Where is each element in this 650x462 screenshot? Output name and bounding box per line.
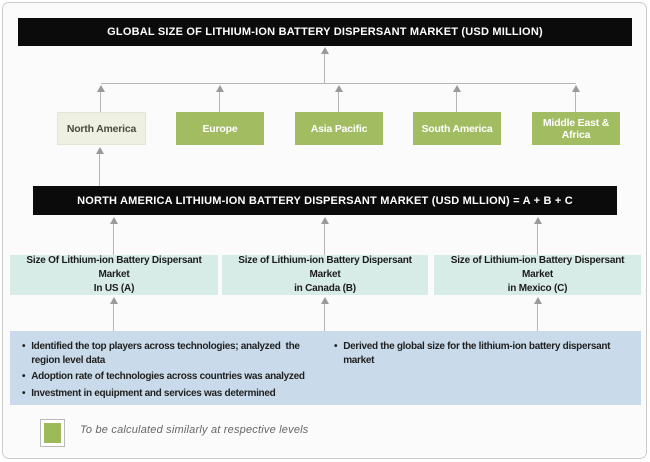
region-label: Middle East & Africa — [542, 116, 610, 141]
methodology-bullet: Derived the global size for the lithium-… — [334, 340, 629, 367]
legend-label: To be calculated similarly at respective… — [80, 424, 309, 436]
country-box-us: Size Of Lithium-ion Battery Dispersant M… — [10, 255, 218, 295]
country-box-line2: In US (A) — [93, 283, 135, 294]
arrow-up-icon — [321, 217, 329, 224]
arrow-up-icon — [534, 297, 542, 304]
region-box-middle-east-africa: Middle East & Africa — [532, 112, 620, 145]
methodology-left-column: Identified the top players across techno… — [22, 340, 320, 399]
country-box-line2: in Canada (B) — [294, 283, 356, 294]
connector-line — [113, 224, 114, 255]
methodology-panel: Identified the top players across techno… — [10, 331, 641, 405]
connector-line — [338, 92, 339, 112]
connector-riser — [324, 54, 325, 83]
connector-line — [537, 304, 538, 331]
connector-line — [100, 92, 101, 112]
bullet-text: Derived the global size for the lithium-… — [343, 341, 613, 366]
arrow-up-icon — [534, 217, 542, 224]
legend-swatch-frame — [40, 419, 65, 447]
region-label: Europe — [202, 122, 238, 135]
connector-line — [99, 154, 100, 186]
connector-line — [219, 92, 220, 112]
country-box-line2: in Mexico (C) — [507, 283, 568, 294]
connector-line — [537, 224, 538, 255]
country-box-line1: Size of Lithium-ion Battery Dispersant M… — [238, 255, 412, 280]
region-box-north-america: North America — [57, 112, 146, 145]
country-box-mexico: Size of Lithium-ion Battery Dispersant M… — [434, 255, 641, 295]
arrow-up-icon — [97, 85, 105, 92]
connector-line — [324, 224, 325, 255]
bullet-text: Investment in equipment and services was… — [31, 387, 276, 399]
connector-bus — [101, 83, 576, 84]
country-box-line1: Size of Lithium-ion Battery Dispersant M… — [450, 255, 625, 280]
bullet-text: Identified the top players across techno… — [31, 341, 303, 366]
region-box-europe: Europe — [176, 112, 264, 145]
arrow-up-icon — [110, 217, 118, 224]
methodology-bullet: Adoption rate of technologies across cou… — [22, 370, 320, 384]
arrow-up-icon — [321, 297, 329, 304]
region-label: North America — [66, 122, 137, 135]
arrow-up-icon — [96, 147, 104, 154]
region-label: South America — [421, 122, 493, 135]
connector-line — [575, 92, 576, 112]
region-box-asia-pacific: Asia Pacific — [295, 112, 383, 145]
country-box-canada: Size of Lithium-ion Battery Dispersant M… — [222, 255, 428, 295]
global-market-bar: GLOBAL SIZE OF LITHIUM-ION BATTERY DISPE… — [18, 18, 632, 46]
connector-line — [113, 304, 114, 331]
global-market-bar-label: GLOBAL SIZE OF LITHIUM-ION BATTERY DISPE… — [107, 26, 543, 38]
arrow-up-icon — [453, 85, 461, 92]
connector-line — [456, 92, 457, 112]
region-box-south-america: South America — [413, 112, 501, 145]
methodology-right-column: Derived the global size for the lithium-… — [334, 340, 629, 399]
north-america-market-bar-label: NORTH AMERICA LITHIUM-ION BATTERY DISPER… — [77, 194, 573, 207]
arrow-up-icon — [335, 85, 343, 92]
region-label: Asia Pacific — [310, 122, 368, 135]
methodology-bullet: Identified the top players across techno… — [22, 340, 320, 367]
country-box-line1: Size Of Lithium-ion Battery Dispersant M… — [26, 255, 202, 280]
arrow-up-icon — [110, 297, 118, 304]
arrow-up-icon — [321, 47, 329, 54]
arrow-up-icon — [216, 85, 224, 92]
connector-line — [324, 304, 325, 331]
methodology-bullet: Investment in equipment and services was… — [22, 387, 320, 401]
north-america-market-bar: NORTH AMERICA LITHIUM-ION BATTERY DISPER… — [33, 186, 617, 215]
legend-green-swatch-icon — [44, 423, 61, 443]
arrow-up-icon — [572, 85, 580, 92]
bullet-text: Adoption rate of technologies across cou… — [31, 371, 305, 382]
